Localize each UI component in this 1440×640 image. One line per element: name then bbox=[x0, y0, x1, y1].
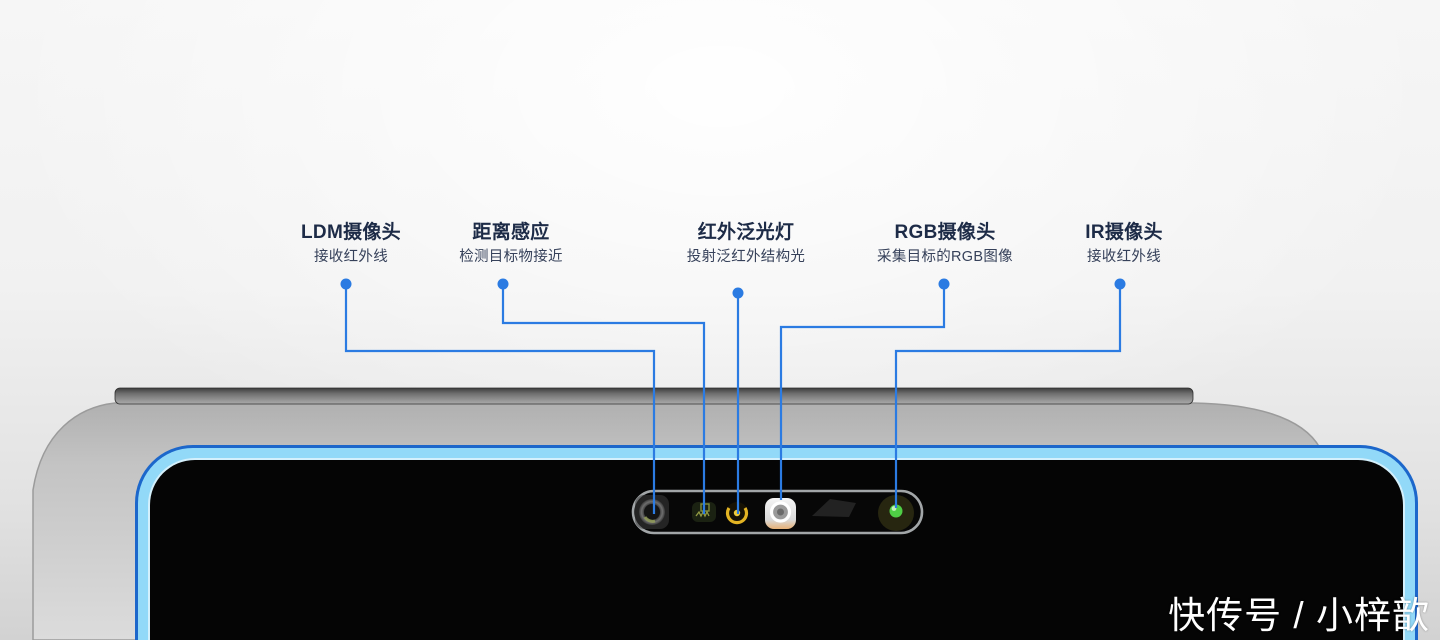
callout-title: LDM摄像头 bbox=[301, 222, 401, 243]
callout-dot bbox=[497, 278, 509, 290]
watermark: 快传号 / 小梓歆 bbox=[1168, 595, 1430, 636]
sensor-bar bbox=[631, 489, 924, 535]
screen bbox=[150, 460, 1403, 640]
leader-line-rgb-camera bbox=[779, 288, 946, 500]
callout-subtitle: 采集目标的RGB图像 bbox=[877, 249, 1013, 265]
callout-dot bbox=[938, 278, 950, 290]
callout-subtitle: 检测目标物接近 bbox=[459, 249, 563, 265]
callout-rgb-camera: RGB摄像头 采集目标的RGB图像 bbox=[877, 221, 1013, 267]
rgb-camera-lens-icon bbox=[765, 498, 796, 529]
callout-subtitle: 投射泛红外结构光 bbox=[686, 249, 806, 265]
callout-dot bbox=[1114, 278, 1126, 290]
ldm-camera-lens-icon bbox=[635, 495, 669, 529]
callout-title: 红外泛光灯 bbox=[697, 222, 795, 243]
callout-dots bbox=[340, 278, 1126, 299]
speaker-wedge-icon bbox=[812, 499, 856, 517]
leader-line-ldm-camera bbox=[344, 288, 656, 514]
callout-dot bbox=[732, 287, 744, 299]
callout-subtitle: 接收红外线 bbox=[314, 249, 388, 265]
callout-title: 距离感应 bbox=[472, 222, 550, 243]
callout-proximity-sensor: 距离感应 检测目标物接近 bbox=[459, 221, 563, 267]
screen-bezel bbox=[135, 445, 1418, 640]
callout-title: IR摄像头 bbox=[1085, 222, 1163, 243]
callout-ir-camera: IR摄像头 接收红外线 bbox=[1085, 221, 1163, 267]
callout-dot bbox=[340, 278, 352, 290]
leader-line-ir-camera bbox=[894, 288, 1122, 508]
leader-line-proximity-sensor bbox=[501, 288, 706, 514]
callout-title: RGB摄像头 bbox=[894, 222, 996, 243]
callout-ir-flood-illuminator: 红外泛光灯 投射泛红外结构光 bbox=[687, 221, 805, 267]
callout-ldm-camera: LDM摄像头 接收红外线 bbox=[301, 221, 401, 267]
callout-subtitle: 接收红外线 bbox=[1086, 249, 1161, 265]
callout-leader-lines bbox=[344, 288, 1122, 514]
